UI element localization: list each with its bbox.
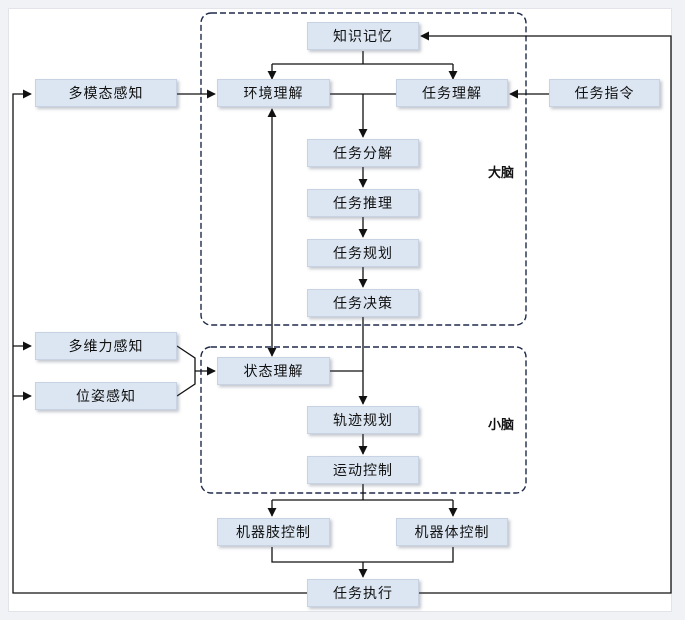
body-control-node: 机器体控制 bbox=[396, 518, 508, 546]
edge-execution-to-memory bbox=[419, 31, 672, 594]
edge-memory-fork bbox=[272, 51, 453, 65]
multidim-force-perception-node: 多维力感知 bbox=[35, 332, 177, 360]
task-execution-node: 任务执行 bbox=[307, 579, 419, 607]
pose-perception-node: 位姿感知 bbox=[35, 382, 177, 410]
brain-region-label: 大脑 bbox=[488, 166, 515, 181]
task-understanding-node: 任务理解 bbox=[396, 79, 508, 107]
environment-understanding-node: 环境理解 bbox=[217, 79, 330, 107]
edge-motion-fork bbox=[272, 484, 453, 501]
multimodal-perception-node: 多模态感知 bbox=[35, 79, 177, 107]
task-planning-node: 任务规划 bbox=[307, 239, 419, 267]
task-reasoning-node: 任务推理 bbox=[307, 189, 419, 217]
trajectory-planning-node: 轨迹规划 bbox=[307, 406, 419, 434]
task-decision-node: 任务决策 bbox=[307, 289, 419, 317]
motion-control-node: 运动控制 bbox=[307, 456, 419, 484]
edge-control-merge bbox=[271, 547, 454, 563]
knowledge-memory-node: 知识记忆 bbox=[307, 22, 419, 50]
edge-execution-left-loop bbox=[12, 89, 307, 594]
edge-force-pose-merge bbox=[176, 345, 196, 397]
state-understanding-node: 状态理解 bbox=[217, 357, 330, 385]
cerebellum-region-label: 小脑 bbox=[488, 418, 515, 433]
brain-region-box bbox=[200, 12, 527, 326]
limb-control-node: 机器肢控制 bbox=[217, 518, 330, 546]
task-instruction-node: 任务指令 bbox=[549, 79, 660, 107]
task-decomposition-node: 任务分解 bbox=[307, 139, 419, 167]
